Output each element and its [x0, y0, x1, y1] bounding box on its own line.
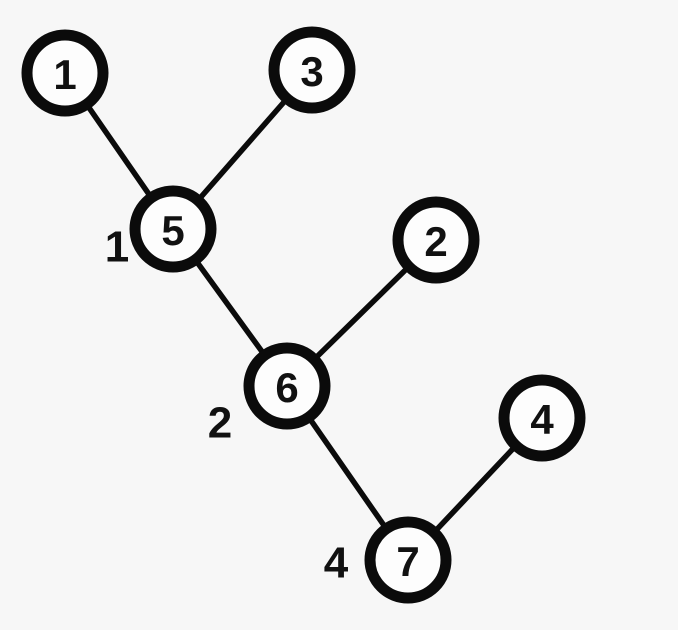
node-circle-1: [21, 29, 109, 117]
node-value-6: 6: [275, 364, 298, 411]
side-label-4: 4: [324, 538, 349, 587]
node-circle-7: [364, 516, 452, 604]
node-value-2: 2: [424, 218, 447, 265]
node-value-5: 5: [161, 207, 184, 254]
node-value-4: 4: [530, 396, 554, 443]
node-value-7: 7: [396, 538, 419, 585]
node-value-1: 1: [53, 51, 76, 98]
node-value-3: 3: [300, 48, 323, 95]
node-circle-6: [243, 342, 331, 430]
node-circle-2: [392, 196, 480, 284]
side-label-1: 1: [105, 222, 129, 271]
node-circle-5: [129, 185, 217, 273]
node-circle-3: [268, 26, 356, 114]
side-label-2: 2: [208, 398, 232, 447]
node-circle-4: [498, 374, 586, 462]
